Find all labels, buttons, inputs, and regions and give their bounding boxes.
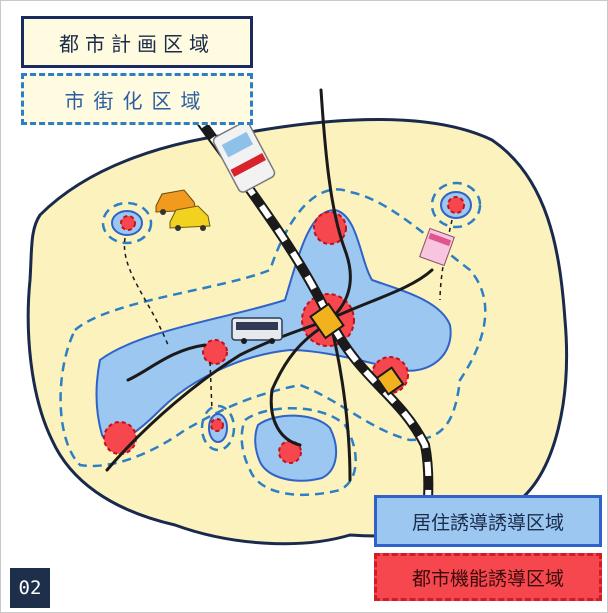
- train-illustration: [212, 121, 276, 193]
- function-area-small: [210, 418, 224, 432]
- legend-city-planning-area: 都市計画区域: [21, 16, 253, 68]
- station-central: [309, 302, 345, 340]
- legend-city-planning-area-label: 都市計画区域: [59, 31, 215, 56]
- urban-area-small-outline: [200, 404, 236, 452]
- cars-illustration: [155, 189, 211, 231]
- legend-residential-guidance-area-label: 居住誘導誘導区域: [411, 511, 564, 534]
- station-east: [375, 366, 405, 396]
- legend-urban-function-guidance-area: 都市機能誘導区域: [374, 553, 602, 601]
- link-south: [209, 361, 213, 411]
- road-west-loop: [126, 343, 207, 382]
- page-number: 02: [18, 577, 42, 599]
- link-northeast: [439, 219, 453, 301]
- legend-residential-guidance-area: 居住誘導誘導区域: [374, 495, 602, 547]
- function-area-west-spot: [120, 215, 136, 231]
- page-number-badge: 02: [10, 568, 50, 608]
- shops-illustration: [419, 227, 455, 267]
- link-west: [123, 237, 169, 346]
- function-area-northeast-spot: [447, 196, 465, 214]
- legend-urban-function-guidance-area-label: 都市機能誘導区域: [411, 567, 564, 590]
- legend-urbanization-area-label: 市街化区域: [64, 88, 210, 113]
- function-area-west: [202, 339, 228, 365]
- urban-area-northeast-outline: [430, 181, 482, 229]
- urban-area-south-outline: [240, 407, 357, 496]
- urban-area-west-outline: [101, 201, 153, 245]
- urban-area-main-outline: [59, 188, 487, 468]
- bus-illustration: [231, 317, 283, 344]
- road-north-south: [319, 88, 352, 322]
- legend-urbanization-area: 市街化区域: [21, 73, 253, 125]
- function-area-north: [313, 211, 347, 245]
- road-west: [105, 318, 330, 472]
- railway-ties: [193, 113, 432, 501]
- function-area-southwest: [103, 421, 137, 455]
- road-south: [269, 320, 332, 447]
- road-east: [326, 268, 434, 322]
